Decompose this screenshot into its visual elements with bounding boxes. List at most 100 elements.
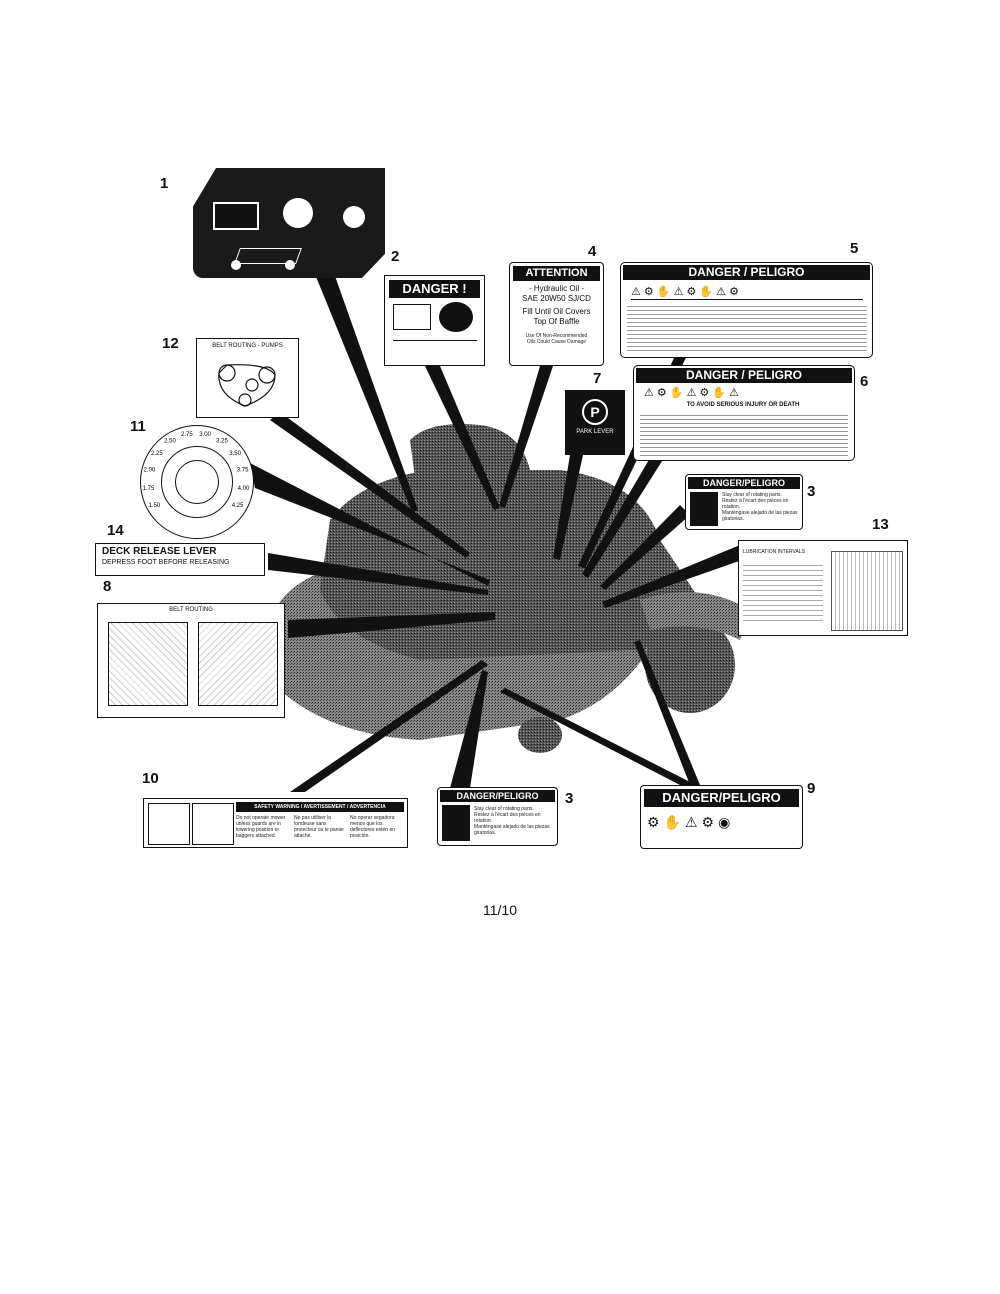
- decal-9-pictograms: ⚙✋⚠⚙◉: [647, 814, 735, 830]
- panel-switch: [213, 202, 259, 230]
- decal-danger-peligro-6: DANGER / PELIGRO ⚠ ⚙ ✋ ⚠ ⚙ ✋ ⚠ TO AVOID …: [633, 365, 855, 461]
- dial-tick-label: 2.00: [144, 468, 156, 474]
- rear-fender: [640, 592, 750, 640]
- callout-number-3a: 3: [807, 483, 816, 500]
- leader-line-14: [268, 553, 488, 595]
- leader-line-12: [270, 412, 470, 558]
- decal-danger-peligro-9: DANGER/PELIGRO ⚙✋⚠⚙◉: [640, 785, 803, 849]
- decal-rotating-parts-b: DANGER/PELIGRO Stay clear of rotating pa…: [437, 787, 558, 846]
- leader-line-3b: [450, 670, 488, 788]
- dial-tick-label: 2.25: [151, 451, 163, 457]
- decal-4-line5: Use Of Non-Recommended: [525, 333, 588, 339]
- park-symbol: P: [582, 399, 608, 425]
- no-flame-icon: [439, 302, 473, 332]
- callout-number-4: 4: [588, 243, 597, 260]
- dial-center: [175, 460, 219, 504]
- decal-10-banner: SAFETY WARNING / AVERTISSEMENT / ADVERTE…: [236, 802, 404, 812]
- leader-line-9a: [500, 688, 696, 785]
- dial-tick-label: 2.50: [164, 439, 176, 445]
- callout-number-12: 12: [162, 335, 179, 352]
- leader-line-11: [250, 463, 490, 586]
- rear-tire: [645, 617, 735, 713]
- leader-line-13: [602, 545, 742, 608]
- decal-control-panel: [193, 168, 385, 278]
- callout-number-3b: 3: [565, 790, 574, 807]
- callout-number-6: 6: [860, 373, 869, 390]
- decal-13-diagram: [831, 551, 903, 631]
- decal-deck-release: DECK RELEASE LEVER DEPRESS FOOT BEFORE R…: [95, 543, 265, 576]
- leader-line-7: [553, 455, 583, 560]
- decal-3a-line2: Restez à l'écart des pièces en rotation.: [722, 498, 789, 510]
- leader-line-8: [288, 612, 495, 638]
- decal-10-col1: Do not operate mower unless guards are i…: [236, 815, 286, 839]
- belt-diagram-right: [198, 622, 278, 706]
- callout-number-10: 10: [142, 770, 159, 787]
- panel-circle-left: [231, 260, 241, 270]
- decal-3a-line3: Manténgase alejado de las piezas girator…: [722, 510, 798, 522]
- decal-3b-hand-icon: [442, 805, 470, 841]
- decal-3b-line1: Stay clear of rotating parts.: [474, 806, 534, 812]
- leader-line-10: [290, 660, 488, 792]
- leader-line-9b: [634, 640, 700, 785]
- explosion-icon: [393, 340, 477, 359]
- decal-danger-battery: DANGER !: [384, 275, 485, 366]
- dial-tick-label: 1.50: [149, 503, 161, 509]
- dial-tick-label: 1.75: [143, 486, 155, 492]
- battery-icon: [393, 304, 431, 330]
- dial-tick-label: 3.25: [216, 439, 228, 445]
- page-number: 11/10: [483, 902, 517, 918]
- decal-10-icon-mid: [192, 803, 234, 845]
- decal-3b-line2: Restez à l'écart des pièces en rotation.: [474, 812, 541, 824]
- decal-13-table: [743, 561, 823, 625]
- mower-seat: [410, 424, 530, 524]
- dial-tick-label: 4.25: [232, 503, 244, 509]
- decal-5-fine-print: [627, 303, 867, 353]
- leader-line-6: [582, 458, 664, 578]
- panel-lamp: [343, 206, 365, 228]
- decal-10-col3: No operar segadora menos que los deflect…: [350, 815, 396, 839]
- decal-4-line1: - Hydraulic Oil -: [528, 284, 585, 293]
- callout-number-13: 13: [872, 516, 889, 533]
- decal-10-col2: Ne pas utiliser la tondeuse sans protect…: [294, 815, 345, 839]
- decal-8-title: BELT ROUTING: [169, 607, 213, 613]
- callout-number-5: 5: [850, 240, 859, 257]
- decal-6-sub: TO AVOID SERIOUS INJURY OR DEATH: [686, 402, 800, 408]
- decal-rotating-parts-a: DANGER/PELIGRO Stay clear of rotating pa…: [685, 474, 803, 530]
- callout-number-9: 9: [807, 780, 816, 797]
- decal-park-lever: P PARK LEVER: [565, 390, 625, 455]
- callout-number-1: 1: [160, 175, 169, 192]
- decal-6-fine-print: [640, 412, 848, 456]
- decal-14-sub: DEPRESS FOOT BEFORE RELEASING: [102, 559, 230, 566]
- leader-line-2: [425, 366, 500, 510]
- decal-3a-hand-icon: [690, 492, 718, 526]
- decal-9-banner: DANGER/PELIGRO: [644, 789, 799, 807]
- decal-danger-peligro-5: DANGER / PELIGRO ⚠ ⚙ ✋ ⚠ ⚙ ✋ ⚠ ⚙: [620, 262, 873, 358]
- decal-attention-hydraulic: ATTENTION - Hydraulic Oil - SAE 20W50 SJ…: [509, 262, 604, 366]
- decal-3b-banner: DANGER/PELIGRO: [440, 790, 555, 802]
- callout-number-8: 8: [103, 578, 112, 595]
- dial-tick-label: 4.00: [238, 486, 250, 492]
- leader-line-4: [499, 366, 553, 508]
- decal-lubrication: LUBRICATION INTERVALS: [738, 540, 908, 636]
- decal-safety-warning: SAFETY WARNING / AVERTISSEMENT / ADVERTE…: [143, 798, 408, 848]
- callout-number-14: 14: [107, 522, 124, 539]
- front-caster: [518, 717, 562, 753]
- decal-13-title: LUBRICATION INTERVALS: [743, 549, 805, 555]
- decal-2-banner: DANGER !: [389, 280, 480, 298]
- dial-tick-label: 3.50: [229, 451, 241, 457]
- callout-number-11: 11: [130, 418, 146, 435]
- panel-key-switch: [283, 198, 313, 228]
- decal-5-pictograms: ⚠ ⚙ ✋ ⚠ ⚙ ✋ ⚠ ⚙: [631, 285, 863, 300]
- decal-belt-routing: BELT ROUTING: [97, 603, 285, 718]
- pump-belt-diagram: [218, 364, 276, 407]
- leader-line-3a: [600, 505, 690, 590]
- decal-belt-routing-pumps: BELT ROUTING - PUMPS: [196, 338, 299, 418]
- decal-height-dial: [140, 425, 254, 539]
- decal-3b-line3: Manténgase alejado de las piezas girator…: [474, 824, 550, 836]
- decal-10-icon-left: [148, 803, 190, 845]
- panel-circle-right: [285, 260, 295, 270]
- decal-4-banner: ATTENTION: [513, 266, 600, 281]
- decal-3a-line1: Stay clear of rotating parts.: [722, 492, 782, 498]
